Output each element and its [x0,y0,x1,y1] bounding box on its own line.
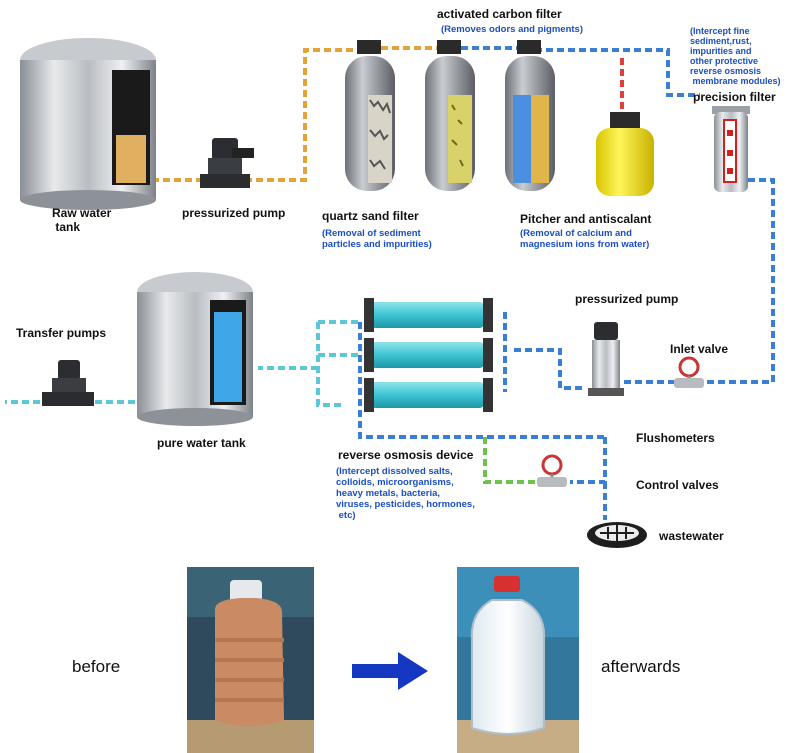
control-valve-pipe [483,437,535,484]
pressurized-pump-1-label: pressurized pump [182,206,286,220]
raw-water-tank [20,38,156,210]
flushometers-label: Flushometers [636,431,715,445]
precision-filter-note: (Intercept fine sediment,rust, impuritie… [690,26,781,86]
pressurized-pump-2 [588,322,624,396]
inlet-valve-icon [674,356,704,388]
control-valves-label: Control valves [636,478,719,492]
before-photo [187,567,314,753]
pure-water-tank-label: pure water tank [157,436,246,450]
drain-grate-icon [587,522,647,548]
right-arrow-icon [352,652,428,690]
control-valve-icon [537,454,567,487]
reverse-osmosis-device-label: reverse osmosis device [338,448,474,462]
ro-permeate-pipe [316,322,345,407]
activated-carbon-filter [425,40,475,191]
pressurized-pump-2-label: pressurized pump [575,292,679,306]
ro-membrane-3 [364,378,493,412]
wastewater-label: wastewater [659,529,724,543]
precision-filter-label: precision filter [693,90,776,104]
transfer-pump [42,360,94,406]
pitcher-note: (Removal of calcium and magnesium ions f… [520,228,650,250]
softener-filter [505,40,555,191]
raw-water-tank-label: Raw water tank [52,206,112,234]
quartz-sand-filter-label: quartz sand filter [322,209,419,223]
precision-outlet-pipe [700,178,775,384]
flush-down-pipe [570,437,607,484]
transfer-pumps-label: Transfer pumps [16,326,107,340]
softener-to-precision-pipe [535,48,700,97]
inlet-valve-label: Inlet valve [670,342,729,356]
quartz-sand-filter [345,40,395,191]
ro-membranes [364,298,493,412]
quartz-sand-note: (Removal of sediment particles and impur… [322,228,432,250]
antiscalant-dosing-tank [596,112,654,196]
precision-filter-housing [712,106,750,192]
activated-carbon-note: (Removes odors and pigments) [441,24,583,35]
afterwards-label: afterwards [601,657,681,676]
concentrate-pipe [358,322,605,439]
ro-membrane-2 [364,338,493,372]
pressurized-pump-1 [200,138,254,188]
activated-carbon-filter-label: activated carbon filter [437,7,562,21]
pure-water-tank [137,272,253,426]
pump-to-ro-pipe [510,348,582,390]
before-label: before [72,657,121,676]
ro-note: (Intercept dissolved salts, colloids, mi… [336,466,475,521]
pitcher-antiscalant-label: Pitcher and antiscalant [520,212,652,226]
ro-membrane-1 [364,298,493,332]
pipe-network [5,42,775,520]
after-photo [457,567,579,753]
